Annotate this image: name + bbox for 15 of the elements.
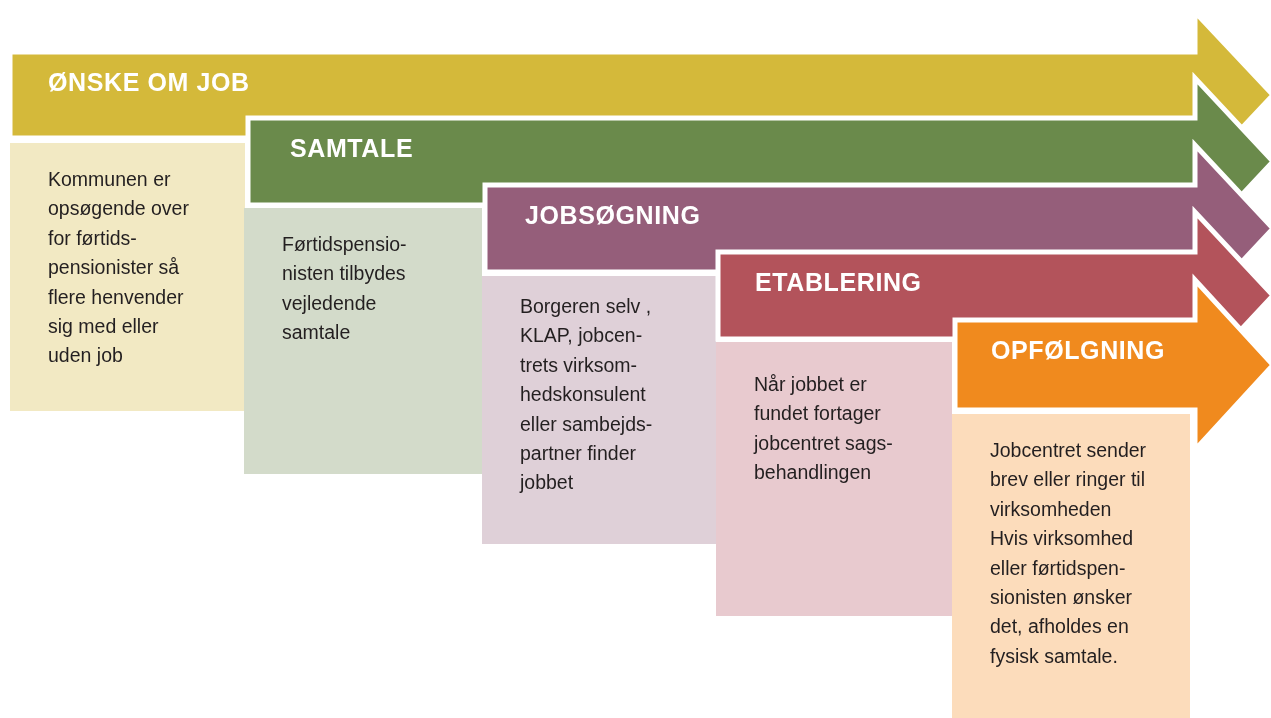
stage-heading: ETABLERING xyxy=(755,268,922,297)
description-text: Borgeren selv , KLAP, jobcen- trets virksom- hedskonsulent eller sambejds- partner finder jobbet xyxy=(520,294,654,496)
description-text: Kommunen er opsøgende over for førtids- pensionister så flere henvender sig med eller uden job xyxy=(48,167,190,369)
description-panel xyxy=(244,208,482,474)
stage-heading: JOBSØGNING xyxy=(525,201,701,230)
stage-heading: SAMTALE xyxy=(290,134,414,163)
stage-heading: ØNSKE OM JOB xyxy=(48,68,250,97)
description-panel xyxy=(716,342,952,616)
description-text: Førtidspensio- nisten tilbydes vejledende samtale xyxy=(282,232,408,346)
stage-heading: OPFØLGNING xyxy=(991,336,1166,365)
description-text: Når jobbet er fundet fortager jobcentret sags- behandlingen xyxy=(754,372,894,486)
description-text: Jobcentret sender brev eller ringer til virksomheden Hvis virksomhed eller førtidspen- sionisten ønsker det, afholdes en fysisk samtale. xyxy=(990,438,1148,669)
description-panel xyxy=(952,414,1190,718)
description-panel xyxy=(482,276,716,544)
description-panel xyxy=(10,143,245,411)
